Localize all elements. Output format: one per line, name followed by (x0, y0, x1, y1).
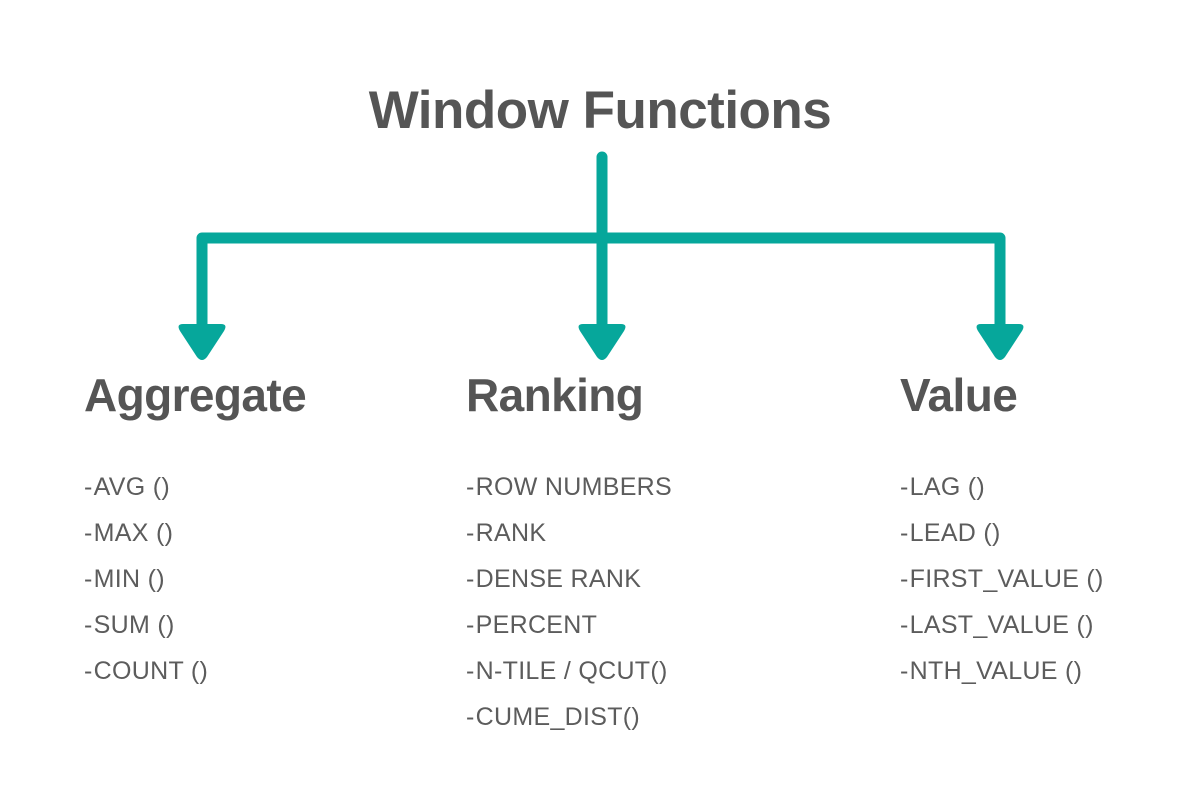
list-item: -RANK (466, 510, 866, 556)
arrowhead-value-icon (976, 324, 1024, 360)
bullet-dash: - (84, 565, 93, 593)
list-item: -MIN () (84, 556, 454, 602)
branch-heading-aggregate: Aggregate (84, 369, 307, 421)
bullet-dash: - (900, 565, 909, 593)
connector-bracket (196, 232, 1006, 336)
list-item: -FIRST_VALUE () (900, 556, 1190, 602)
list-item-label: MAX () (93, 519, 174, 547)
root-node-title: Window Functions (368, 81, 832, 140)
bullet-dash: - (84, 473, 93, 501)
list-item-label: ROW NUMBERS (475, 473, 672, 501)
branch-heading-value: Value (900, 369, 1018, 421)
list-item: -SUM () (84, 602, 454, 648)
list-item-label: RANK (475, 519, 547, 547)
branch-value: Value -LAG () -LEAD () -FIRST_VALUE () -… (900, 372, 1190, 694)
list-item: -AVG () (84, 464, 454, 510)
list-item: -PERCENT (466, 602, 866, 648)
list-item-label: LAST_VALUE () (909, 611, 1094, 639)
list-item: -N-TILE / QCUT() (466, 648, 866, 694)
list-item-label: LEAD () (909, 519, 1001, 547)
list-item-label: PERCENT (475, 611, 598, 639)
list-item-label: AVG () (93, 473, 170, 501)
list-item: -MAX () (84, 510, 454, 556)
arrowhead-ranking-icon (578, 324, 626, 360)
bullet-dash: - (466, 473, 475, 501)
list-item: -DENSE RANK (466, 556, 866, 602)
bullet-dash: - (466, 657, 475, 685)
item-list-value: -LAG () -LEAD () -FIRST_VALUE () -LAST_V… (900, 464, 1190, 694)
bullet-dash: - (466, 565, 475, 593)
bullet-dash: - (900, 611, 909, 639)
list-item-label: CUME_DIST() (475, 703, 641, 731)
arrowhead-aggregate-icon (178, 324, 226, 360)
list-item: -ROW NUMBERS (466, 464, 866, 510)
connector-lines (196, 151, 1006, 336)
item-list-ranking: -ROW NUMBERS -RANK -DENSE RANK -PERCENT … (466, 464, 866, 740)
list-item-label: LAG () (909, 473, 986, 501)
connector-arrowheads (178, 324, 1024, 360)
item-list-aggregate: -AVG () -MAX () -MIN () -SUM () -COUNT (… (84, 464, 454, 694)
list-item-label: COUNT () (93, 657, 209, 685)
bullet-dash: - (84, 519, 93, 547)
list-item: -CUME_DIST() (466, 694, 866, 740)
list-item-label: SUM () (93, 611, 175, 639)
list-item-label: NTH_VALUE () (909, 657, 1083, 685)
bullet-dash: - (466, 519, 475, 547)
bullet-dash: - (900, 657, 909, 685)
bullet-dash: - (900, 519, 909, 547)
list-item-label: N-TILE / QCUT() (475, 657, 668, 685)
bullet-dash: - (84, 611, 93, 639)
bullet-dash: - (84, 657, 93, 685)
branch-heading-ranking: Ranking (466, 369, 644, 421)
list-item: -LEAD () (900, 510, 1190, 556)
bullet-dash: - (466, 703, 475, 731)
list-item-label: MIN () (93, 565, 165, 593)
branch-aggregate: Aggregate -AVG () -MAX () -MIN () -SUM (… (84, 372, 454, 694)
bullet-dash: - (900, 473, 909, 501)
list-item: -LAG () (900, 464, 1190, 510)
list-item: -NTH_VALUE () (900, 648, 1190, 694)
list-item: -COUNT () (84, 648, 454, 694)
list-item-label: FIRST_VALUE () (909, 565, 1104, 593)
list-item: -LAST_VALUE () (900, 602, 1190, 648)
list-item-label: DENSE RANK (475, 565, 642, 593)
branch-ranking: Ranking -ROW NUMBERS -RANK -DENSE RANK -… (466, 372, 866, 740)
bullet-dash: - (466, 611, 475, 639)
